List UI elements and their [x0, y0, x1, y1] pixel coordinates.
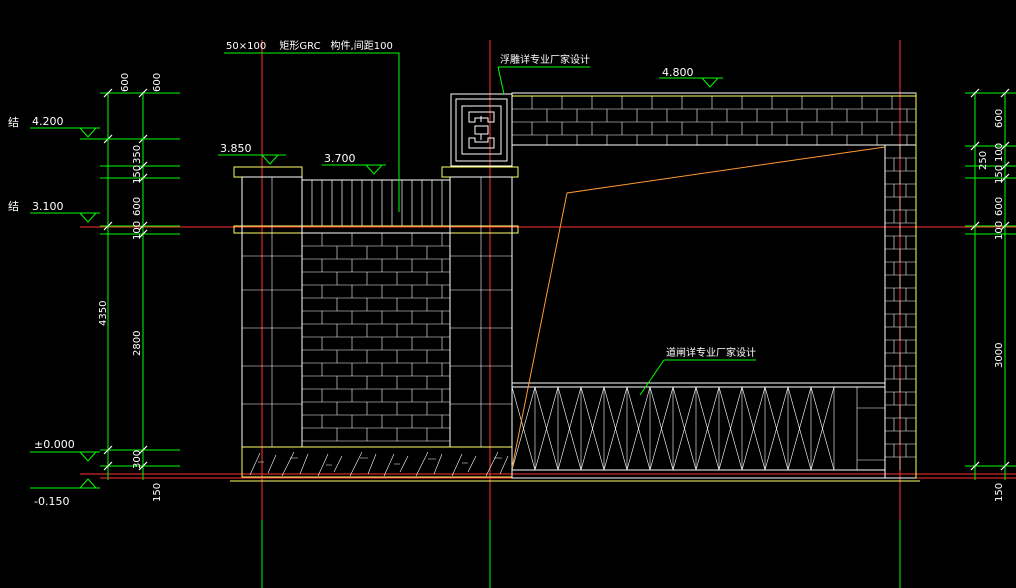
level-marker-3100: 结 3.100: [8, 200, 100, 223]
annotation-leaders: [218, 52, 756, 396]
dim-right-150: 150: [994, 165, 1005, 184]
beam-brick-courses: [512, 96, 916, 145]
level-triangle-icon: [700, 77, 720, 88]
relief-note: 浮雕详专业厂家设计: [500, 53, 590, 66]
level-0000: ±0.000: [34, 438, 75, 451]
grc-parapet: [301, 179, 451, 227]
level-marker-parapet: 3.700: [324, 152, 384, 175]
dim-right-100: 100: [994, 143, 1005, 162]
dim-left-350: 350: [132, 145, 143, 164]
gate-barrier: [511, 382, 886, 479]
column-brick-courses: [885, 145, 916, 470]
level-marker-roof: 4.800: [662, 66, 720, 88]
level-triangle-icon: [78, 451, 98, 462]
dim-right-600b: 600: [994, 197, 1005, 216]
dim-left-300: 300: [132, 450, 143, 469]
dim-left-150: 150: [132, 165, 143, 184]
pier-cap-right: [441, 166, 519, 178]
dim-left-100: 100: [132, 221, 143, 240]
struct-label-2: 结: [8, 200, 19, 213]
struct-label-1: 结: [8, 116, 19, 129]
gate-lattice: [511, 386, 885, 471]
brick-courses-center: [302, 245, 450, 442]
grc-member-note: 50×100 矩形GRC 构件,间距100: [226, 39, 393, 52]
level-triangle-icon: [78, 478, 98, 489]
dim-right-250: 250: [978, 151, 989, 170]
dim-left-600b: 600: [132, 197, 143, 216]
relief-ornament-icon: [450, 93, 513, 167]
top-beam: [511, 92, 917, 146]
level-marker-pier: 3.850: [220, 142, 280, 165]
level-3850: 3.850: [220, 142, 252, 155]
dim-right-100b: 100: [994, 221, 1005, 240]
level-neg0150: -0.150: [34, 495, 69, 508]
dim-left-600: 600: [120, 73, 131, 92]
stone-plinth: [241, 446, 513, 478]
dim-right-3000: 3000: [994, 343, 1005, 368]
level-marker-neg0150: -0.150: [30, 478, 100, 508]
level-marker-4200: 结 4.200: [8, 115, 180, 140]
plinth-hatch: [249, 451, 509, 477]
dim-right-600: 600: [994, 109, 1005, 128]
pier-cap-left: [233, 166, 303, 178]
bracing-lines: [511, 146, 886, 469]
level-4200: 4.200: [32, 115, 64, 128]
level-triangle-icon: [78, 212, 98, 223]
left-building: [233, 166, 519, 478]
dim-right-150b: 150: [994, 483, 1005, 502]
level-triangle-icon: [78, 127, 98, 138]
level-4800: 4.800: [662, 66, 694, 79]
level-3700: 3.700: [324, 152, 356, 165]
level-triangle-icon: [364, 164, 384, 175]
level-marker-0000: ±0.000: [30, 438, 100, 462]
grc-bars: [311, 180, 443, 226]
dim-left-4350: 4350: [98, 301, 109, 326]
dim-left-inner-600: 600: [152, 73, 163, 92]
dim-left-2800: 2800: [132, 331, 143, 356]
level-3100: 3.100: [32, 200, 64, 213]
gate-structure: [511, 92, 917, 479]
level-triangle-icon: [260, 154, 280, 165]
gate-note: 道闸详专业厂家设计: [666, 346, 756, 359]
grid-guides: [261, 520, 901, 588]
right-dimension-chain: [965, 92, 1016, 480]
dim-left-150b: 150: [152, 483, 163, 502]
